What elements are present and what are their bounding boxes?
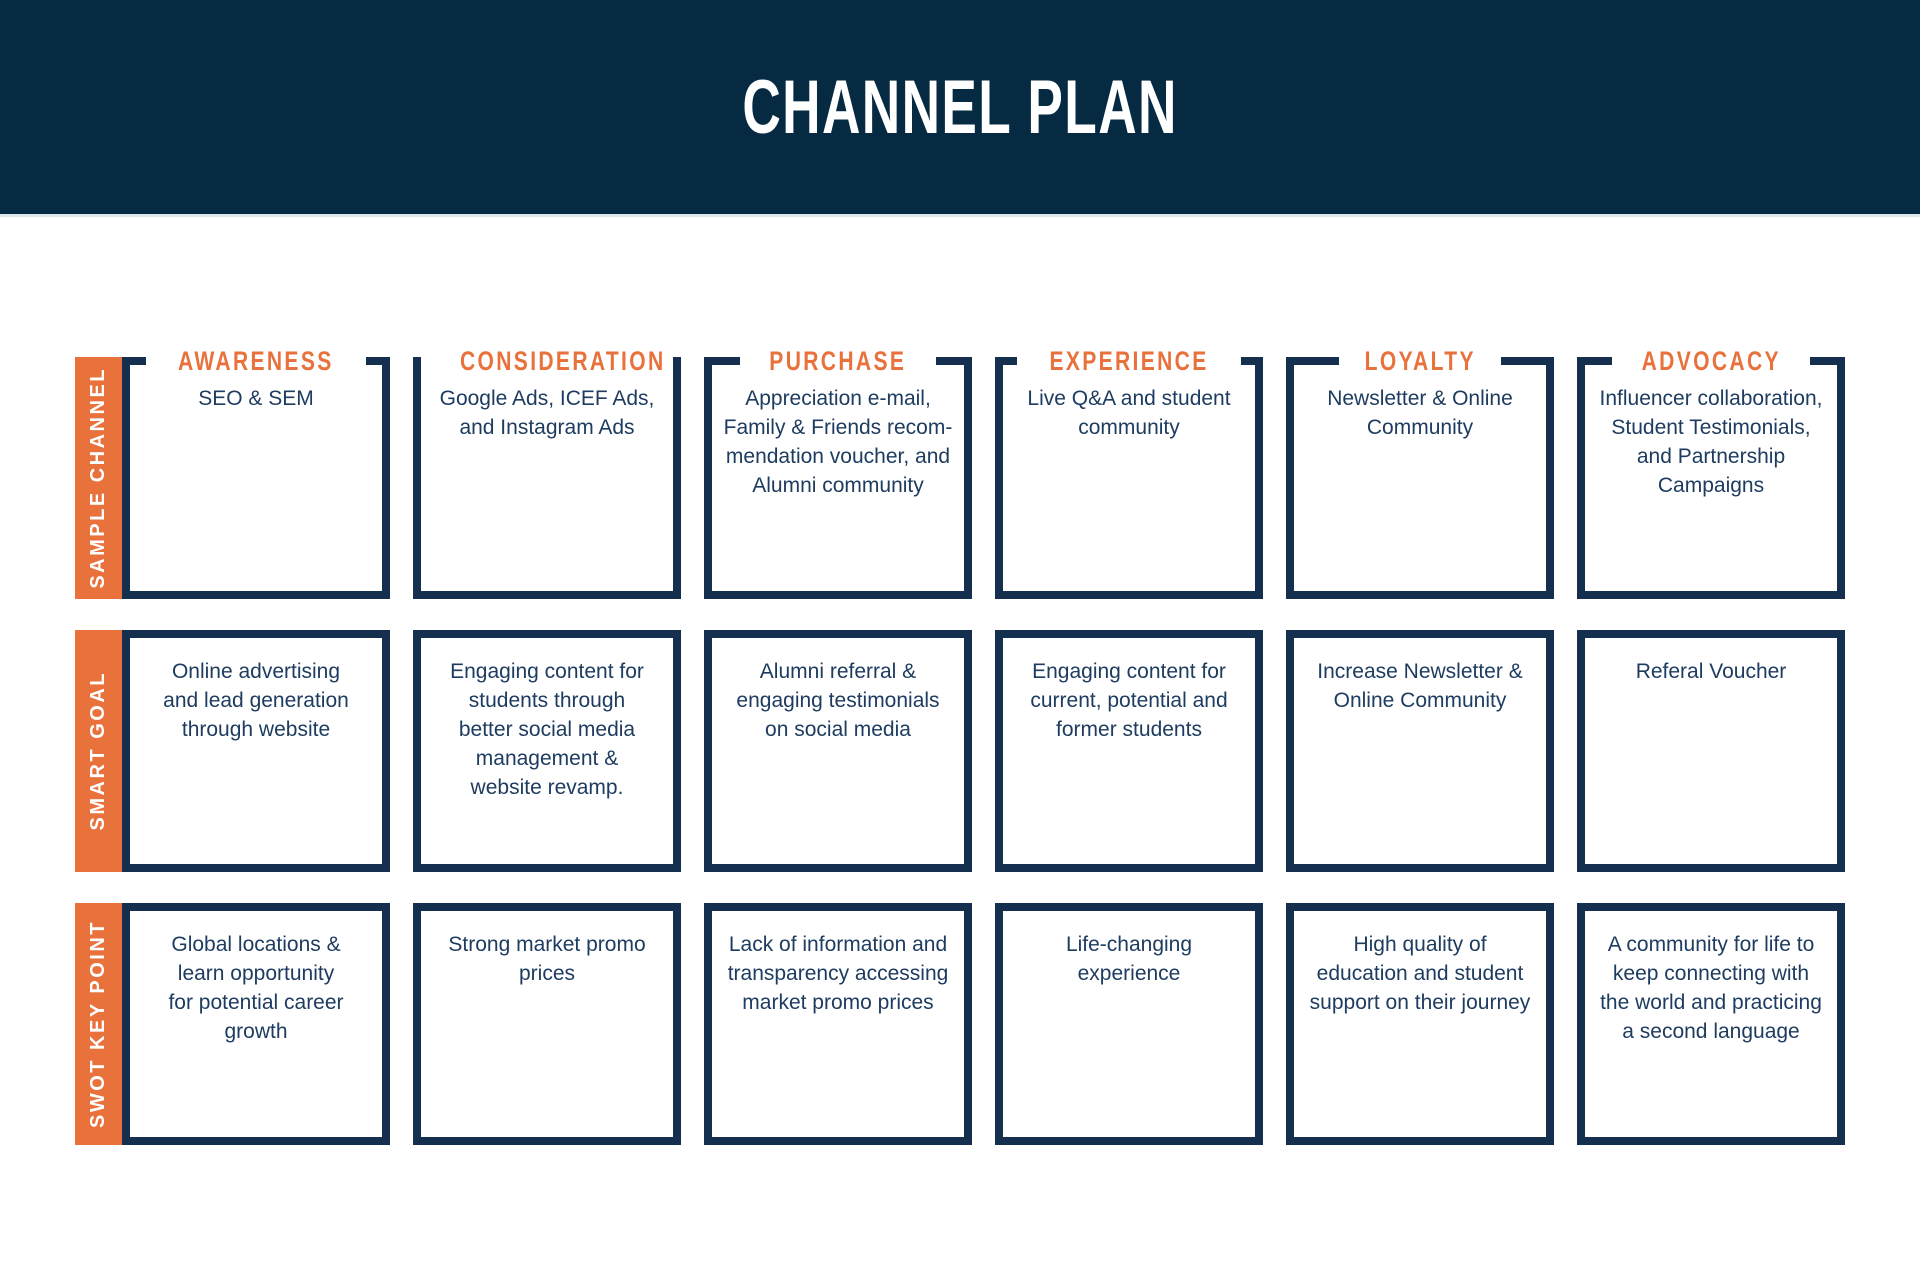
header-dash-left — [712, 357, 741, 365]
cell-text: Live Q&A and student community — [1027, 387, 1231, 439]
column-header-frame: CONSIDERATION — [421, 347, 673, 374]
header-dash-right — [1501, 357, 1547, 365]
cell-sample-channel-experience: EXPERIENCE Live Q&A and student communit… — [995, 347, 1263, 599]
column-header-frame: EXPERIENCE — [1003, 347, 1255, 374]
cell-text: Increase Newsletter & Online Community — [1317, 660, 1523, 712]
cell-swot-key-point-loyalty: High quality of education and student su… — [1286, 903, 1554, 1145]
header-dash-right — [365, 357, 383, 365]
cell-sample-channel-purchase: PURCHASE Appreciation e-mail, Family & F… — [704, 347, 972, 599]
cell-text: Lack of information and transparency acc… — [727, 933, 949, 1014]
cell-smart-goal-experience: Engaging content for current, potential … — [995, 630, 1263, 872]
row-label-text: SAMPLE CHANNEL — [87, 367, 109, 589]
cell-sample-channel-consideration: CONSIDERATION Google Ads, ICEF Ads, and … — [413, 347, 681, 599]
cell-text: A community for life to keep connecting … — [1600, 933, 1822, 1043]
row-label-sample-channel: SAMPLE CHANNEL — [75, 357, 122, 599]
cell-smart-goal-purchase: Alumni referral & engaging testimonials … — [704, 630, 972, 872]
cell-text: High quality of education and student su… — [1309, 933, 1531, 1014]
cell-text: Online advertising and lead generation t… — [163, 660, 349, 741]
cell-text: SEO & SEM — [198, 387, 314, 410]
cell-smart-goal-consideration: Engaging content for students through be… — [413, 630, 681, 872]
cell-text: Referal Voucher — [1635, 660, 1787, 683]
row-label-text: SMART GOAL — [87, 671, 109, 831]
cell-sample-channel-advocacy: ADVOCACY Influencer collaboration, Stude… — [1577, 347, 1845, 599]
channel-plan-table: SAMPLE CHANNEL AWARENESS SEO & SEM CONSI… — [0, 347, 1920, 1145]
cell-sample-channel-awareness: AWARENESS SEO & SEM — [122, 347, 390, 599]
cell-text: Global locations & learn opportunity for… — [168, 933, 344, 1043]
cell-swot-key-point-experience: Life-changing experience — [995, 903, 1263, 1145]
header-dash-left — [1003, 357, 1017, 365]
column-header-loyalty: LOYALTY — [1364, 345, 1476, 376]
cell-smart-goal-advocacy: Referal Voucher — [1577, 630, 1845, 872]
header-dash-right — [1241, 357, 1255, 365]
header-dash-right — [935, 357, 964, 365]
cell-sample-channel-loyalty: LOYALTY Newsletter & Online Community — [1286, 347, 1554, 599]
row-swot-key-point: SWOT KEY POINT Global locations & learn … — [75, 903, 1920, 1145]
column-header-frame: LOYALTY — [1294, 347, 1547, 374]
cell-text: Engaging content for current, potential … — [1030, 660, 1228, 741]
column-header-frame: AWARENESS — [130, 347, 383, 374]
cell-text: Strong market promo prices — [448, 933, 646, 985]
cell-swot-key-point-purchase: Lack of information and transparency acc… — [704, 903, 972, 1145]
cell-text: Google Ads, ICEF Ads, and Instagram Ads — [439, 387, 655, 439]
cell-text: Life-changing experience — [1065, 933, 1193, 985]
column-header-consideration: CONSIDERATION — [459, 345, 666, 376]
header-band: CHANNEL PLAN — [0, 0, 1920, 217]
cell-text: Appreciation e-mail, Family & Friends re… — [723, 387, 953, 497]
header-dash-left — [1294, 357, 1339, 365]
cell-text: Alumni referral & engaging testimonials … — [736, 660, 940, 741]
column-header-purchase: PURCHASE — [769, 345, 907, 376]
cell-swot-key-point-consideration: Strong market promo prices — [413, 903, 681, 1145]
cell-text: Engaging content for students through be… — [450, 660, 644, 799]
column-header-frame: PURCHASE — [712, 347, 964, 374]
row-label-text: SWOT KEY POINT — [87, 920, 109, 1128]
header-dash-left — [1585, 357, 1612, 365]
row-label-swot-key-point: SWOT KEY POINT — [75, 903, 122, 1145]
row-label-smart-goal: SMART GOAL — [75, 630, 122, 872]
cell-text: Influencer collaboration, Student Testim… — [1599, 387, 1823, 497]
column-header-advocacy: ADVOCACY — [1641, 345, 1781, 376]
cell-smart-goal-awareness: Online advertising and lead generation t… — [122, 630, 390, 872]
header-dash-right — [1810, 357, 1838, 365]
cell-swot-key-point-advocacy: A community for life to keep connecting … — [1577, 903, 1845, 1145]
row-sample-channel: SAMPLE CHANNEL AWARENESS SEO & SEM CONSI… — [75, 347, 1920, 599]
cell-swot-key-point-awareness: Global locations & learn opportunity for… — [122, 903, 390, 1145]
column-header-frame: ADVOCACY — [1585, 347, 1838, 374]
column-header-experience: EXPERIENCE — [1049, 345, 1209, 376]
header-dash-left — [130, 357, 147, 365]
page-title: CHANNEL PLAN — [742, 64, 1178, 150]
column-header-awareness: AWARENESS — [178, 345, 334, 376]
cell-text: Newsletter & Online Community — [1327, 387, 1513, 439]
cell-smart-goal-loyalty: Increase Newsletter & Online Community — [1286, 630, 1554, 872]
row-smart-goal: SMART GOAL Online advertising and lead g… — [75, 630, 1920, 872]
